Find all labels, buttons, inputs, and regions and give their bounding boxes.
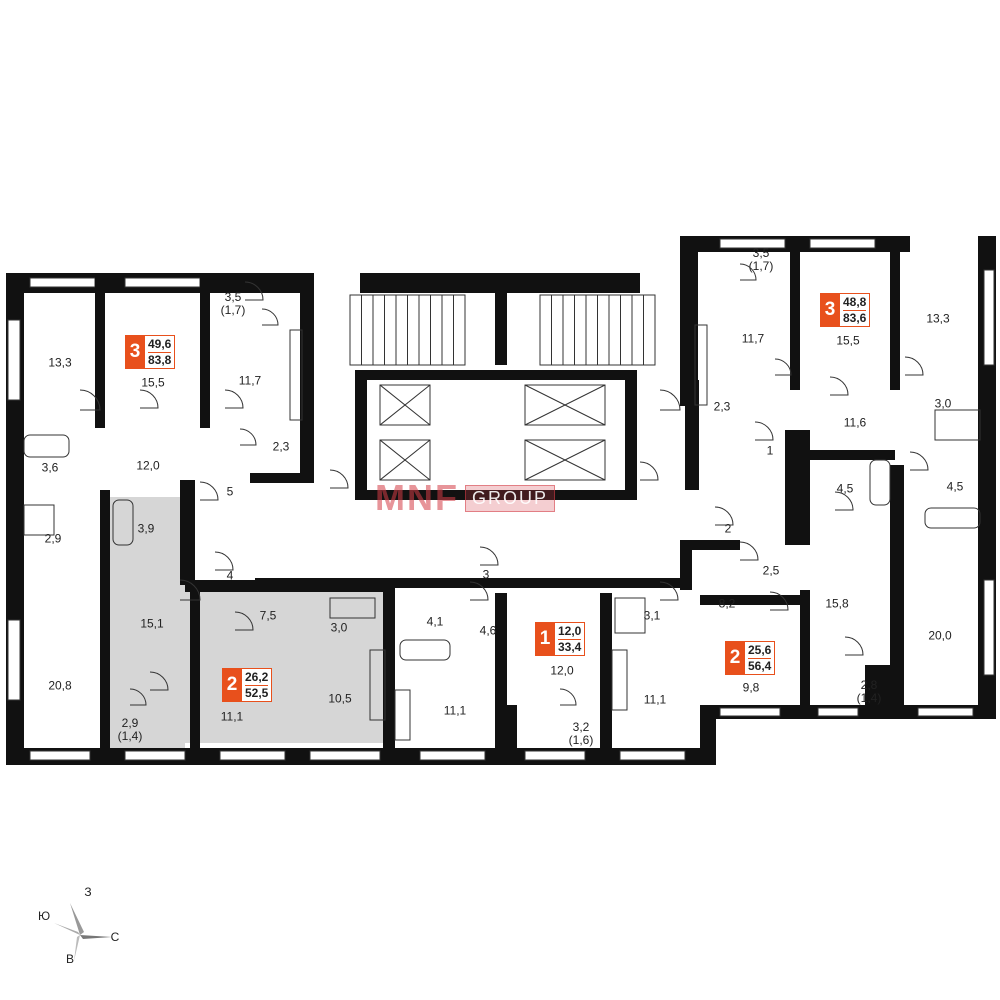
room-area: 3,6: [41, 460, 59, 475]
room-area: 11,7: [238, 373, 262, 388]
room-area: 4,5: [836, 481, 854, 496]
room-area: 2,8(1,4): [856, 678, 882, 705]
apartment-room-count: 2: [222, 668, 242, 702]
room-area: 3,2(1,6): [568, 720, 594, 747]
living-area: 26,2: [245, 669, 269, 686]
room-area: 9,8: [742, 680, 760, 695]
apartment-room-count: 1: [535, 622, 555, 656]
apartment-tag-south-2a[interactable]: 2 26,2 52,5: [222, 668, 273, 702]
living-area: 25,6: [748, 642, 772, 659]
total-area: 83,6: [843, 310, 867, 325]
room-area: 2,3: [713, 399, 731, 414]
room-area: 3,9: [137, 521, 155, 536]
interior-walls: [95, 250, 904, 765]
total-area: 56,4: [748, 658, 772, 673]
room-area: 4,6: [479, 623, 497, 638]
room-area: 20,8: [48, 678, 72, 693]
apartment-tag-east-3[interactable]: 3 48,8 83,6: [820, 293, 871, 327]
living-area: 48,8: [843, 294, 867, 311]
room-area: 13,3: [926, 311, 950, 326]
room-area: 15,5: [141, 375, 165, 390]
highlight-apartment: [110, 497, 385, 755]
room-area: 4,5: [946, 479, 964, 494]
room-area: 4,1: [426, 614, 444, 629]
core-stairs-lifts: [349, 294, 656, 481]
compass-rose: [54, 903, 112, 961]
total-area: 33,4: [558, 639, 582, 654]
room-area: 11,1: [443, 703, 467, 718]
watermark-logo: MNF GROUP: [375, 477, 555, 518]
door-number: 5: [226, 484, 234, 499]
living-area: 12,0: [558, 623, 582, 640]
room-area: 11,7: [741, 331, 765, 346]
total-area: 52,5: [245, 685, 269, 700]
compass-north: З: [84, 885, 92, 899]
apartment-tag-west-3[interactable]: 3 49,6 83,8: [125, 335, 176, 369]
door-number: 1: [766, 443, 774, 458]
door-number: 2: [724, 521, 732, 536]
room-area: 3,5(1,7): [748, 246, 774, 273]
apartment-room-count: 3: [820, 293, 840, 327]
room-area: 2,9: [44, 531, 62, 546]
room-area: 11,1: [643, 692, 667, 707]
room-area: 13,3: [48, 355, 72, 370]
apartment-room-count: 3: [125, 335, 145, 369]
living-area: 49,6: [148, 336, 172, 353]
room-area: 12,0: [136, 458, 160, 473]
room-area: 3,1: [643, 608, 661, 623]
room-area: 11,1: [220, 709, 244, 724]
door-swings: [79, 263, 929, 706]
windows: [7, 238, 995, 761]
room-area: 3,0: [330, 620, 348, 635]
room-area: 15,8: [825, 596, 849, 611]
total-area: 83,8: [148, 352, 172, 367]
room-area: 10,5: [328, 691, 352, 706]
room-area: 15,5: [836, 333, 860, 348]
room-area: 12,0: [550, 663, 574, 678]
apartment-tag-south-1[interactable]: 1 12,0 33,4: [535, 622, 586, 656]
room-area: 11,6: [843, 415, 867, 430]
compass-west: Ю: [37, 909, 51, 923]
room-area: 2,3: [272, 439, 290, 454]
room-area: 3,0: [934, 396, 952, 411]
compass-east: С: [110, 930, 120, 944]
room-area: 2,5: [762, 563, 780, 578]
room-area: 2,9(1,4): [117, 716, 143, 743]
apartment-room-count: 2: [725, 641, 745, 675]
compass-south: В: [65, 952, 75, 966]
room-area: 3,5(1,7): [220, 290, 246, 317]
fixtures: [23, 324, 981, 741]
apartment-tag-south-2b[interactable]: 2 25,6 56,4: [725, 641, 776, 675]
room-area: 15,1: [140, 616, 164, 631]
room-area: 8,2: [718, 596, 736, 611]
door-number: 3: [482, 567, 490, 582]
room-area: 20,0: [928, 628, 952, 643]
room-area: 7,5: [259, 608, 277, 623]
door-number: 4: [226, 568, 234, 583]
